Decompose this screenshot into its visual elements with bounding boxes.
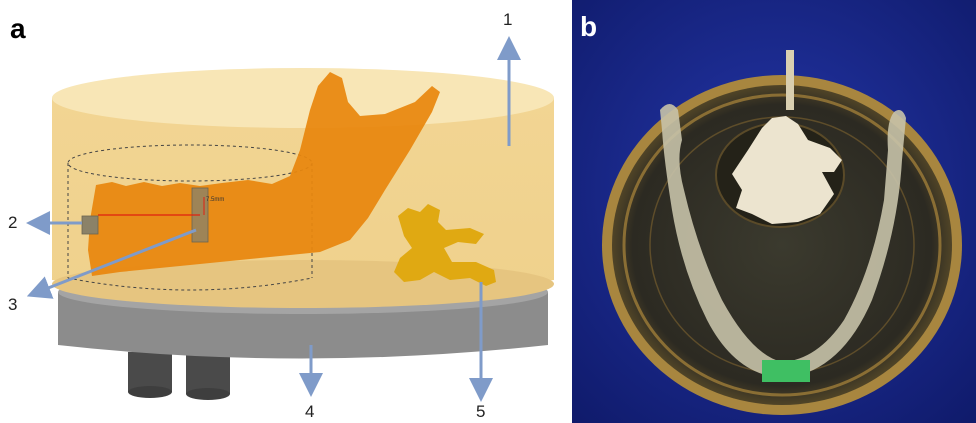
panel-a-letter: a	[10, 13, 26, 44]
callout-1: 1	[503, 10, 512, 29]
panel-b-photo: b	[572, 0, 976, 423]
sensor-2-block	[82, 216, 98, 234]
support-legs	[128, 352, 230, 400]
panel-a-schematic: a 7.5mm 1 2 3 4	[0, 0, 565, 423]
rod	[786, 50, 794, 110]
callout-5: 5	[476, 402, 485, 421]
callout-3: 3	[8, 295, 17, 314]
panel-b-letter: b	[580, 11, 597, 42]
callout-2: 2	[8, 213, 17, 232]
measurement-label: 7.5mm	[206, 197, 224, 203]
green-marker	[762, 360, 810, 382]
callout-4: 4	[305, 402, 314, 421]
